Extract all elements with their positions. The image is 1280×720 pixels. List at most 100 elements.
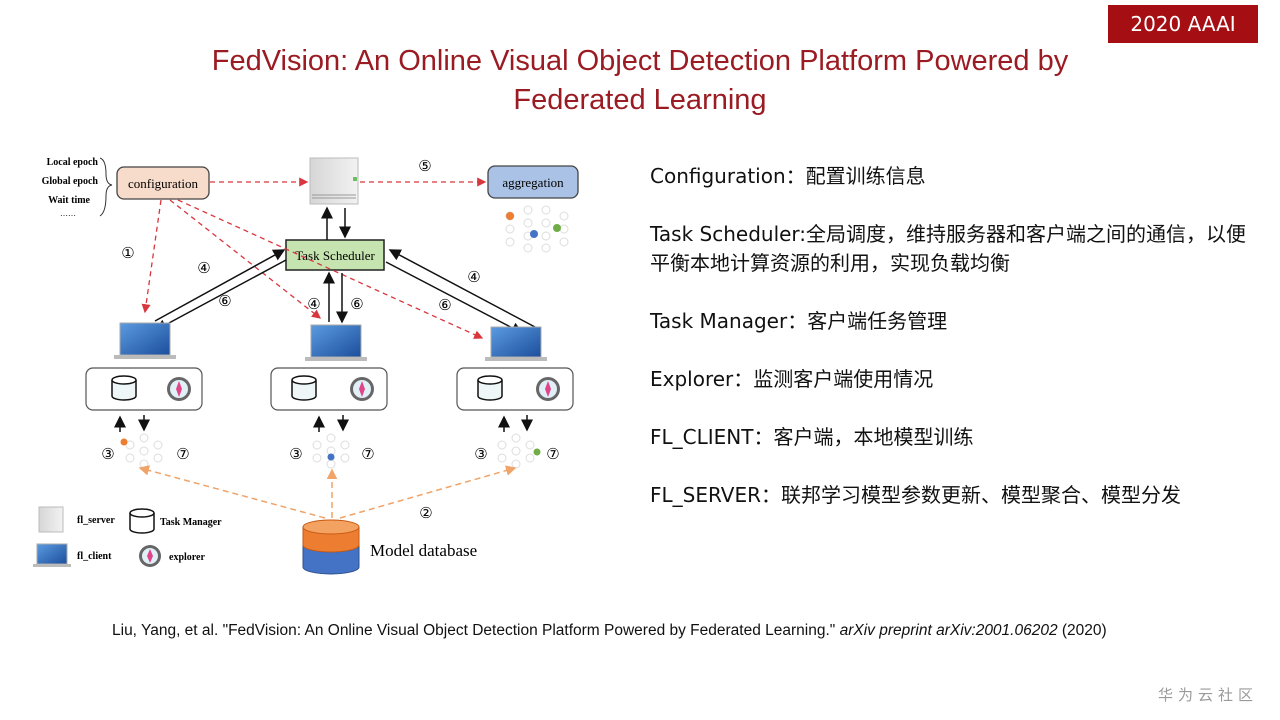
global-model-network-icon: [505, 205, 569, 253]
legend-fl-client: fl_client: [77, 551, 112, 562]
step-6-label-left: ⑥: [218, 294, 231, 310]
dashed-db-to-client1: [138, 465, 326, 519]
desc-term: FL_SERVER: [650, 483, 761, 507]
model-database-icon: [302, 519, 360, 575]
desc-sep: ：: [785, 164, 806, 188]
title-line-2: Federated Learning: [513, 84, 767, 116]
arrow-client3-to-scheduler: [388, 249, 536, 328]
laptop-icon: [485, 326, 547, 361]
desc-text: 全局调度，维持服务器和客户端之间的通信，以便平衡本地计算资源的利用，实现负载均衡: [650, 222, 1247, 275]
citation: Liu, Yang, et al. "FedVision: An Online …: [112, 622, 1212, 640]
local-model-network-icon: [497, 433, 541, 469]
brace-icon: [99, 157, 113, 217]
desc-sep: ：: [787, 309, 808, 333]
aggregation-box: [487, 165, 579, 199]
footer-watermark: 华为云社区: [1158, 686, 1259, 704]
dashed-db-to-client3: [339, 465, 517, 519]
step-4-label-left: ④: [197, 261, 210, 277]
explorer-icon: [536, 377, 560, 401]
step-7-label: ⑦: [361, 447, 374, 463]
step-4-label-mid: ④: [307, 297, 320, 313]
param-wait-time: Wait time: [48, 195, 90, 206]
laptop-icon: [305, 324, 367, 361]
model-database-label: Model database: [370, 541, 477, 560]
desc-task-scheduler: Task Scheduler:全局调度，维持服务器和客户端之间的通信，以便平衡本…: [650, 220, 1250, 278]
task-scheduler-box: [285, 239, 385, 271]
step-3-label: ③: [289, 447, 302, 463]
desc-term: FL_CLIENT: [650, 425, 754, 449]
desc-sep: ：: [753, 425, 774, 449]
step-1-label: ①: [121, 246, 134, 262]
param-local-epoch: Local epoch: [47, 157, 99, 168]
local-model-network-icon: [120, 433, 163, 469]
desc-task-manager: Task Manager：客户端任务管理: [650, 307, 1250, 336]
desc-text: 配置训练信息: [805, 164, 926, 188]
desc-fl-server: FL_SERVER：联邦学习模型参数更新、模型聚合、模型分发: [650, 481, 1250, 510]
fl-server-icon: [309, 157, 359, 205]
fedvision-architecture-diagram: Local epoch Global epoch Wait time …… co…: [20, 140, 610, 590]
param-global-epoch: Global epoch: [42, 176, 99, 187]
step-6-label-right: ⑥: [438, 298, 451, 314]
step-7-label: ⑦: [546, 447, 559, 463]
task-manager-icon: [111, 375, 137, 401]
slide-title: FedVision: An Online Visual Object Detec…: [120, 42, 1160, 120]
desc-term: Configuration: [650, 164, 786, 188]
citation-main: Liu, Yang, et al. "FedVision: An Online …: [112, 622, 840, 639]
desc-configuration: Configuration：配置训练信息: [650, 162, 1250, 191]
title-line-1: FedVision: An Online Visual Object Detec…: [211, 45, 1069, 77]
legend-explorer: explorer: [169, 552, 205, 563]
local-model-network-icon: [312, 433, 350, 469]
component-descriptions: Configuration：配置训练信息 Task Scheduler:全局调度…: [650, 162, 1250, 539]
config-params: Local epoch Global epoch Wait time ……: [42, 157, 113, 218]
legend-explorer-icon: [139, 545, 161, 567]
client-2: ③ ⑦: [270, 324, 388, 469]
desc-fl-client: FL_CLIENT：客户端，本地模型训练: [650, 423, 1250, 452]
configuration-label: configuration: [128, 176, 199, 191]
step-6-label-mid: ⑥: [350, 297, 363, 313]
citation-venue: arXiv preprint arXiv:2001.06202: [839, 622, 1058, 639]
desc-sep: ：: [761, 483, 781, 507]
diagram-canvas: Local epoch Global epoch Wait time …… co…: [33, 157, 579, 575]
desc-term: Explorer: [650, 367, 734, 391]
step-7-label: ⑦: [176, 447, 189, 463]
desc-explorer: Explorer：监测客户端使用情况: [650, 365, 1250, 394]
explorer-icon: [167, 377, 191, 401]
desc-text: 客户端任务管理: [807, 309, 948, 333]
arrow-scheduler-to-client1: [154, 259, 287, 331]
laptop-icon: [114, 322, 176, 359]
legend-laptop-icon: [33, 543, 71, 567]
task-scheduler-label: Task Scheduler: [295, 248, 375, 263]
desc-text: 客户端，本地模型训练: [773, 425, 974, 449]
arrow-client1-to-scheduler: [154, 249, 286, 322]
task-manager-icon: [477, 375, 503, 401]
legend: fl_server Task Manager fl_client explore…: [33, 506, 222, 567]
explorer-icon: [350, 377, 374, 401]
dashed-config-to-client1: [141, 199, 162, 314]
client-1: ③ ⑦: [85, 322, 203, 469]
desc-text: 监测客户端使用情况: [753, 367, 934, 391]
step-4-label-right: ④: [467, 270, 480, 286]
legend-task-manager: Task Manager: [160, 517, 222, 528]
legend-task-manager-icon: [129, 508, 155, 534]
desc-term: Task Manager: [650, 309, 788, 333]
param-ellipsis: ……: [60, 209, 76, 218]
dashed-config-to-client3: [177, 199, 484, 339]
step-3-label: ③: [101, 447, 114, 463]
legend-fl-server: fl_server: [77, 515, 115, 526]
step-5-label: ⑤: [418, 159, 431, 175]
legend-server-icon: [38, 506, 64, 533]
desc-term: Task Scheduler: [650, 222, 800, 246]
step-2-label: ②: [419, 506, 432, 522]
desc-sep: :: [799, 222, 807, 246]
task-manager-icon: [291, 375, 317, 401]
dashed-config-to-client2: [169, 199, 322, 319]
desc-text: 联邦学习模型参数更新、模型聚合、模型分发: [781, 483, 1181, 507]
step-3-label: ③: [474, 447, 487, 463]
aggregation-label: aggregation: [502, 175, 564, 190]
citation-year: (2020): [1057, 622, 1107, 639]
client-3: ③ ⑦: [456, 326, 574, 469]
arrow-scheduler-to-client3: [385, 261, 524, 334]
conference-badge: 2020 AAAI: [1108, 5, 1258, 43]
desc-sep: ：: [733, 367, 754, 391]
configuration-box: [116, 166, 210, 200]
